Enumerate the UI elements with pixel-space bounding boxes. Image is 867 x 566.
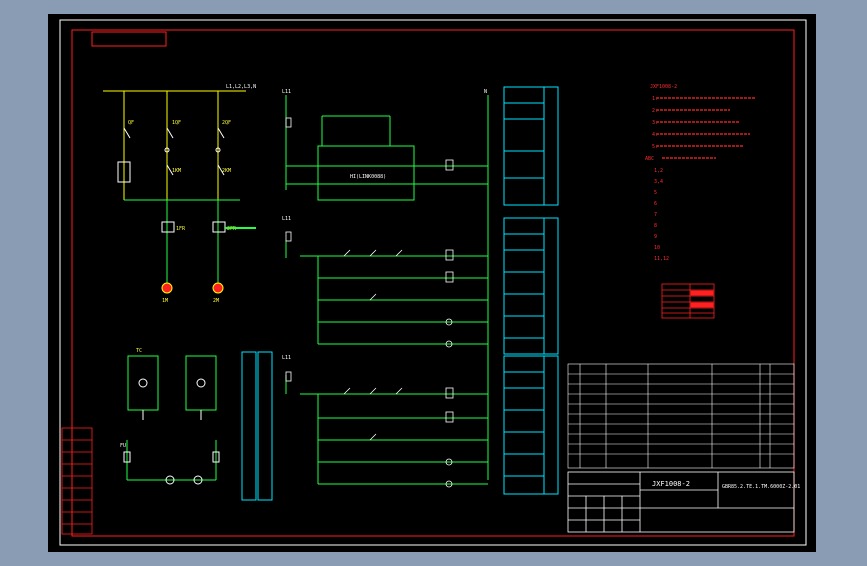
- legend-line-1: 1,2: [654, 168, 663, 174]
- km1-label: 1KM: [172, 168, 181, 174]
- notes-block: JXF1008-2 1. 2. 3. 4. 5. ABC 1,2 3,4 5 6…: [645, 84, 756, 262]
- notes-line-4: 4.: [652, 132, 658, 138]
- rail-mid-label: L11: [282, 216, 291, 222]
- breaker-right-label: 2QF: [222, 120, 231, 126]
- notes-title: JXF1008-2: [650, 84, 677, 90]
- function-table: [661, 283, 715, 319]
- breaker-left-label: QF: [128, 120, 134, 126]
- km2-label: 2KM: [222, 168, 231, 174]
- drawing-code: GBR85.2.TE.1.TM.6000Z-2.01: [722, 484, 800, 490]
- title-block: [567, 471, 795, 533]
- legend-line-5: 7: [654, 212, 657, 218]
- fr1-label: 1FR: [176, 226, 186, 232]
- bus-label: L1,L2,L3,N: [226, 84, 256, 90]
- thermal-relay-1: [161, 221, 175, 233]
- left-margin-table: [61, 427, 93, 535]
- power-circuit: L1,L2,L3,N QF 1QF 2QF 1KM 2KM 1FR 2FR 1M: [103, 84, 256, 304]
- legend-line-3: 5: [654, 190, 657, 196]
- control-circuit: [285, 95, 489, 485]
- transformer-circuit: TC FU: [120, 348, 220, 485]
- notes-line-1: 1.: [652, 96, 658, 102]
- motor-1-label: 1M: [162, 298, 168, 304]
- corner-tag-box: [91, 31, 167, 47]
- rail-right-label: N: [484, 89, 487, 95]
- function-column: [503, 86, 559, 495]
- transformer-label: TC: [136, 348, 142, 354]
- rail-top-label: L11: [282, 89, 291, 95]
- legend-line-8: 10: [654, 245, 660, 251]
- notes-line-5: 5.: [652, 144, 658, 150]
- legend-line-6: 8: [654, 223, 657, 229]
- motor-2-label: 2M: [213, 298, 219, 304]
- notes-line-3: 3.: [652, 120, 658, 126]
- legend-title: ABC: [645, 156, 654, 162]
- legend-line-7: 9: [654, 234, 657, 240]
- breaker-mid-label: 1QF: [172, 120, 181, 126]
- control-devices: [285, 117, 454, 488]
- heater-element: [117, 161, 131, 183]
- drawing-number: JXF1008-2: [652, 480, 690, 488]
- legend-line-4: 6: [654, 201, 657, 207]
- cyan-strip-right: [257, 351, 273, 501]
- cyan-strip-left: [241, 351, 257, 501]
- rail-low-label: L11: [282, 355, 291, 361]
- fuse-label: FU: [120, 443, 126, 449]
- motor-2: [212, 282, 224, 294]
- drawing-canvas: [48, 14, 816, 552]
- notes-line-2: 2.: [652, 108, 658, 114]
- legend-line-9: 11,12: [654, 256, 669, 262]
- plc-label: HI(LINK0088): [350, 174, 386, 180]
- legend-line-2: 3,4: [654, 179, 663, 185]
- motor-1: [161, 282, 173, 294]
- drawing-frame-inner: [71, 29, 795, 537]
- drawing-frame-outer: [59, 19, 807, 546]
- parts-list: [567, 363, 795, 469]
